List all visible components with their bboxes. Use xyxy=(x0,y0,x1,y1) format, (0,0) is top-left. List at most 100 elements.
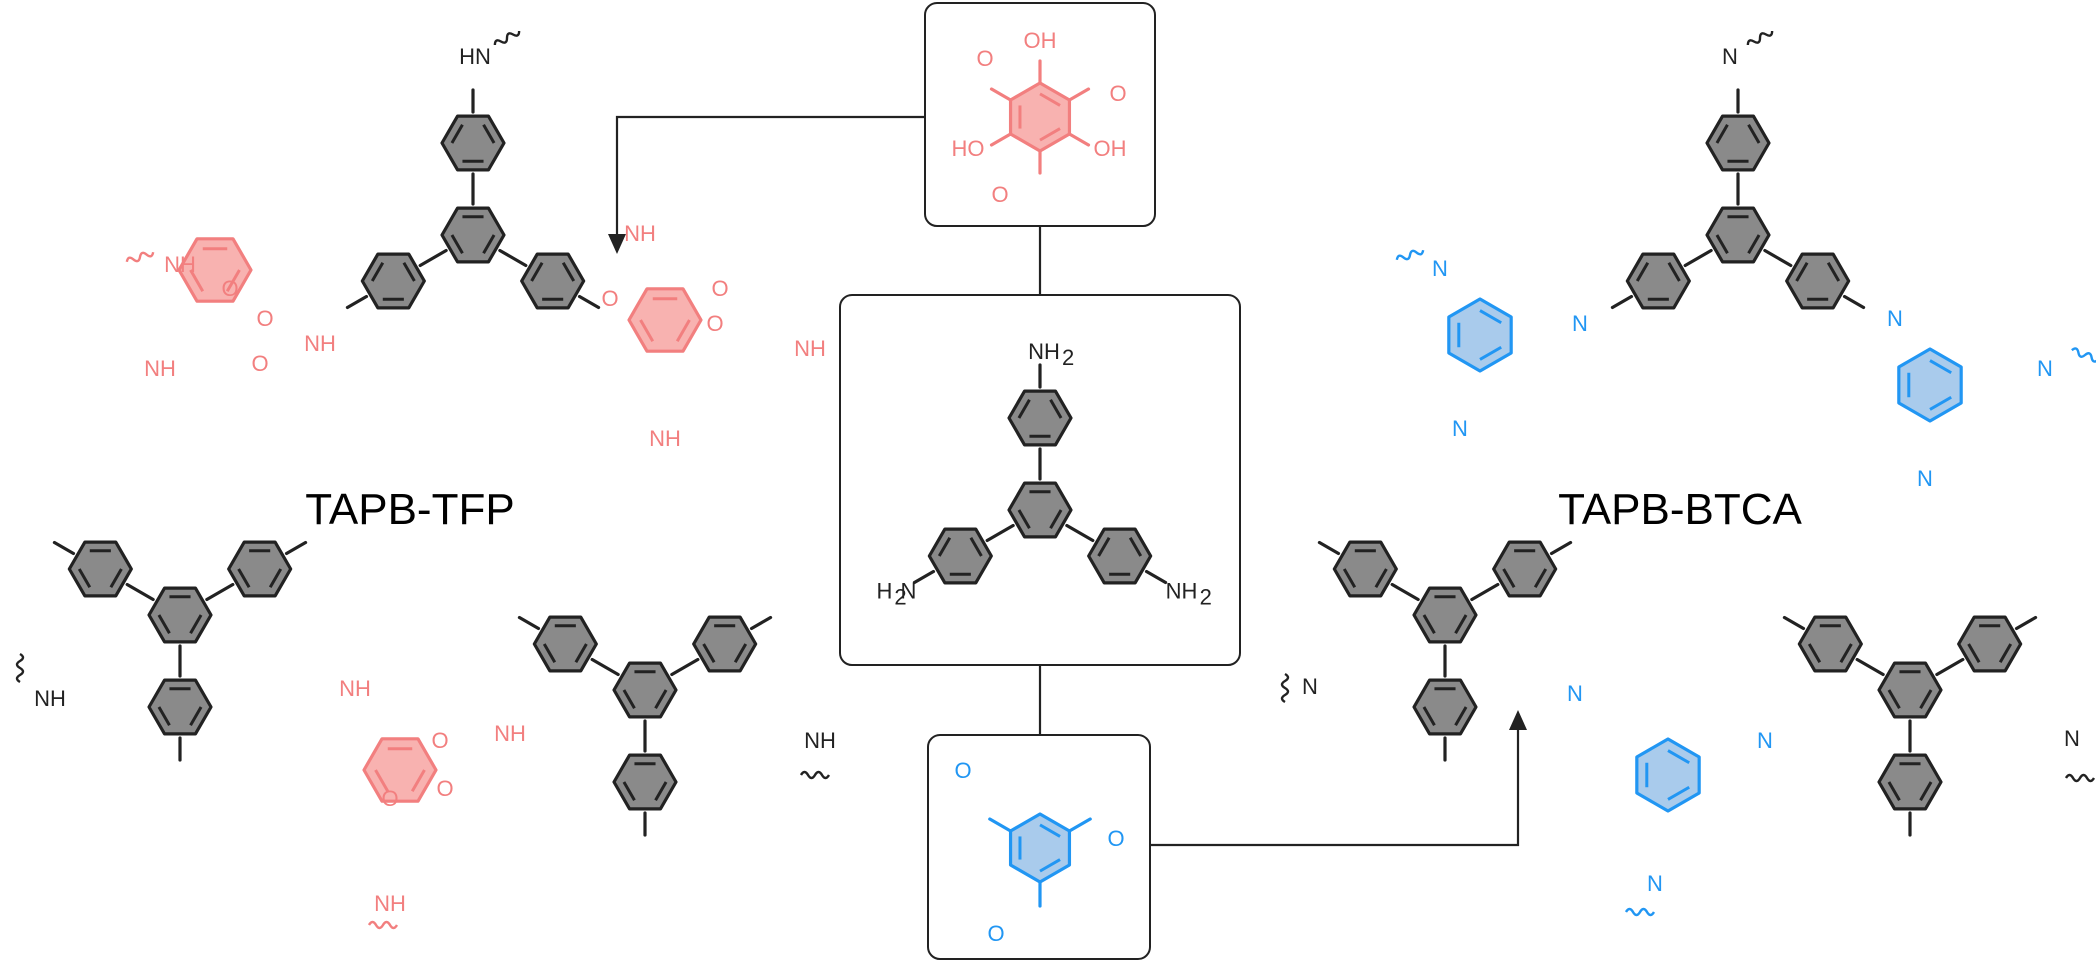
double-bond xyxy=(1715,123,1729,144)
bond xyxy=(988,817,1013,833)
tapb-monomer-arm-phenyl xyxy=(1087,527,1153,585)
btca-framework-tapb-2-core-ring xyxy=(1877,661,1943,719)
bond xyxy=(749,615,773,631)
wavy-path xyxy=(493,30,521,46)
bond xyxy=(1683,248,1713,268)
nh2-top-label: NH xyxy=(1028,339,1060,364)
nh2-subscript: 2 xyxy=(1200,584,1212,609)
btca-framework-tapb-1-arm-phenyl xyxy=(1332,540,1398,598)
btca-framework-tapb-1-arm-phenyl xyxy=(1492,540,1558,598)
attachment-wavy-line xyxy=(125,251,155,263)
bond xyxy=(517,615,541,631)
btca-framework-tapb-1-core-ring xyxy=(1412,586,1478,644)
tapb-monomer-arm-phenyl xyxy=(1007,389,1073,447)
double-bond xyxy=(189,269,205,292)
attachment-wavy-line xyxy=(367,920,399,930)
attachment-wavy-line xyxy=(1395,249,1425,261)
btca-framework-tapb-1-arm-phenyl xyxy=(1412,678,1478,736)
h-left-label: H xyxy=(876,578,892,603)
double-bond xyxy=(1919,781,1933,802)
double-bond xyxy=(622,689,636,710)
tfp-cho-bottom: O xyxy=(991,182,1008,207)
double-bond xyxy=(1017,398,1031,419)
tfp-framework-tapb-0-arm-phenyl xyxy=(440,114,506,172)
bond xyxy=(1317,540,1341,556)
attachment-wavy-line xyxy=(2071,347,2096,363)
bond xyxy=(577,294,601,310)
btca-framework-n-8: N xyxy=(1647,871,1663,896)
tfp-framework-o-0: O xyxy=(221,276,238,301)
tfp-framework-o-7: O xyxy=(436,776,453,801)
bond xyxy=(1065,523,1095,543)
tfp-framework-tapb-1-arm-phenyl xyxy=(67,540,133,598)
tfp-framework-nh-1: NH xyxy=(144,356,176,381)
bond xyxy=(1610,294,1634,310)
double-bond xyxy=(1667,749,1690,765)
double-bond xyxy=(1795,261,1809,282)
bond xyxy=(1842,294,1866,310)
bond xyxy=(498,248,528,268)
tfp-framework-tapb-1-arm-phenyl xyxy=(147,678,213,736)
tfp-oh-left: HO xyxy=(952,136,985,161)
double-bond xyxy=(1049,509,1063,530)
btca-framework-n-9: N xyxy=(1722,44,1738,69)
tfp-oh-top: OH xyxy=(1024,28,1057,53)
bond xyxy=(1144,569,1168,585)
arrowhead-up xyxy=(1509,710,1527,730)
tfp-framework-hn-top: HN xyxy=(459,44,491,69)
double-bond xyxy=(450,234,464,255)
tfp-framework-o-8: O xyxy=(381,786,398,811)
double-bond xyxy=(1967,643,1981,664)
wavy-path xyxy=(1395,249,1425,261)
attachment-wavy-line xyxy=(799,770,831,780)
wavy-path xyxy=(15,652,25,684)
tfp-framework-tapb-0-core-ring xyxy=(440,206,506,264)
btca-framework-n-7: N xyxy=(1757,728,1773,753)
btca-cho-bottom: O xyxy=(987,921,1004,946)
double-bond xyxy=(1998,643,2013,664)
double-bond xyxy=(450,123,464,144)
double-bond xyxy=(1826,261,1841,282)
bond xyxy=(670,657,700,677)
tfp-framework-tapb-2-arm-phenyl xyxy=(612,753,678,811)
double-bond xyxy=(77,568,92,589)
btca-framework-n-0: N xyxy=(1432,256,1448,281)
btca-framework-linker-0 xyxy=(1447,297,1513,373)
double-bond xyxy=(1929,395,1952,411)
double-bond xyxy=(1128,536,1143,557)
double-bond xyxy=(1929,359,1952,375)
nh2-subscript: 2 xyxy=(894,584,906,609)
attachment-wavy-line xyxy=(1624,907,1656,917)
n-left-label: N xyxy=(900,578,916,603)
double-bond xyxy=(1479,345,1502,361)
double-bond xyxy=(675,319,691,342)
bond xyxy=(1067,132,1091,147)
tfp-framework-o-6: O xyxy=(431,728,448,753)
double-bond xyxy=(1374,568,1388,589)
arrowhead-down xyxy=(608,234,626,254)
tfp-framework-linker-0 xyxy=(177,237,253,303)
double-bond xyxy=(1049,398,1063,419)
bond xyxy=(912,569,936,585)
btca-framework-tapb-0-core-ring xyxy=(1705,206,1771,264)
double-bond xyxy=(1342,568,1357,589)
double-bond xyxy=(1039,92,1061,107)
btca-framework-tapb-2-arm-phenyl xyxy=(1877,753,1943,811)
double-bond xyxy=(1422,614,1436,635)
bond xyxy=(1470,582,1500,602)
double-bond xyxy=(1919,689,1933,710)
double-bond xyxy=(574,643,588,664)
wavy-path xyxy=(1624,907,1656,917)
bond xyxy=(284,540,308,556)
double-bond xyxy=(370,261,385,282)
bond xyxy=(1855,657,1885,677)
wavy-path xyxy=(367,920,399,930)
attachment-wavy-line xyxy=(2064,773,2096,783)
tfp-framework-tapb-0-arm-phenyl xyxy=(360,252,426,310)
bond xyxy=(590,657,620,677)
double-bond xyxy=(1747,123,1761,144)
double-bond xyxy=(1887,781,1901,802)
btca-framework-tapb-0-arm-phenyl xyxy=(1785,252,1851,310)
